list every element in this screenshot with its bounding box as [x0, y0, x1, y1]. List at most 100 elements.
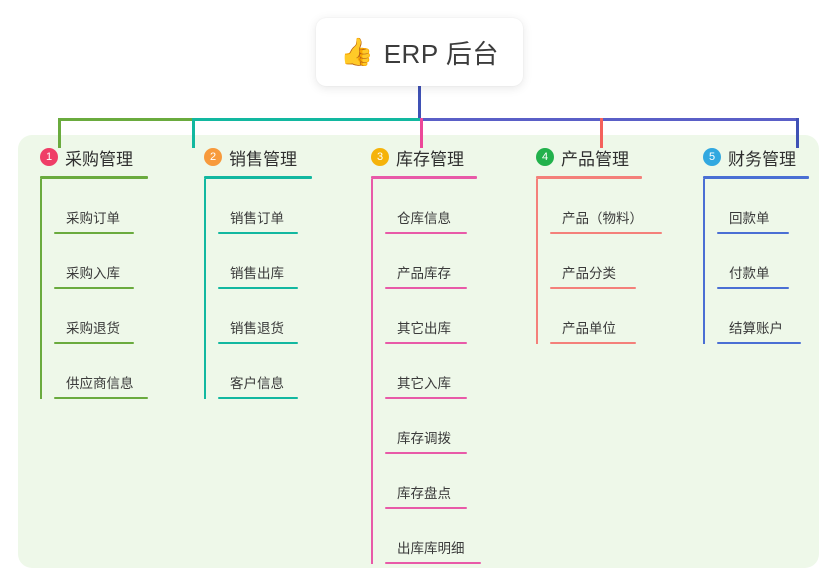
branch-header-3[interactable]: 3 库存管理 [371, 144, 481, 170]
leaf-label: 销售订单 [230, 211, 284, 226]
branch-number-badge: 5 [703, 148, 721, 166]
leaf-node[interactable]: 其它出库 [385, 289, 481, 344]
branch-spine [40, 179, 42, 399]
leaf-underline [550, 287, 636, 289]
leaf-underline [54, 397, 148, 399]
leaf-node[interactable]: 库存调拨 [385, 399, 481, 454]
leaf-label: 客户信息 [230, 376, 284, 391]
leaf-label: 产品库存 [397, 266, 451, 281]
connector-root-stem [418, 80, 421, 121]
branch-underline [40, 176, 148, 179]
branch-header-1[interactable]: 1 采购管理 [40, 144, 148, 170]
branch-header-5[interactable]: 5 财务管理 [703, 144, 809, 170]
leaf-underline [54, 232, 134, 234]
connector-bar-segment-3 [420, 118, 799, 121]
branch-items-4: 产品（物料） 产品分类产品单位 [536, 179, 662, 344]
leaf-underline [717, 342, 801, 344]
leaf-underline [385, 287, 467, 289]
branch-title: 销售管理 [229, 149, 297, 169]
leaf-label: 供应商信息 [66, 376, 134, 391]
branch-title: 采购管理 [65, 149, 133, 169]
leaf-label: 销售退货 [230, 321, 284, 336]
leaf-underline [717, 287, 789, 289]
leaf-label: 结算账户 [729, 321, 783, 336]
leaf-underline [550, 342, 636, 344]
leaf-label: 产品（物料） [562, 211, 643, 226]
leaf-underline [385, 562, 481, 564]
leaf-node[interactable]: 供应商信息 [54, 344, 148, 399]
leaf-node[interactable]: 库存盘点 [385, 454, 481, 509]
branch-column-5: 5 财务管理回款单付款单结算账户 [703, 144, 809, 344]
leaf-underline [550, 232, 662, 234]
thumbs-up-icon: 👍 [340, 36, 374, 67]
leaf-node[interactable]: 客户信息 [218, 344, 312, 399]
leaf-node[interactable]: 结算账户 [717, 289, 809, 344]
branch-items-5: 回款单付款单结算账户 [703, 179, 809, 344]
leaf-label: 其它出库 [397, 321, 451, 336]
leaf-label: 其它入库 [397, 376, 451, 391]
branch-underline [371, 176, 477, 179]
branch-title: 财务管理 [728, 149, 796, 169]
leaf-label: 库存盘点 [397, 486, 451, 501]
branch-underline [204, 176, 312, 179]
connector-bar-segment-2 [192, 118, 423, 121]
leaf-node[interactable]: 其它入库 [385, 344, 481, 399]
leaf-underline [218, 342, 298, 344]
leaf-label: 采购订单 [66, 211, 120, 226]
leaf-label: 付款单 [729, 266, 770, 281]
leaf-node[interactable]: 产品单位 [550, 289, 662, 344]
leaf-node[interactable]: 销售出库 [218, 234, 312, 289]
leaf-label: 回款单 [729, 211, 770, 226]
leaf-node[interactable]: 产品库存 [385, 234, 481, 289]
branch-underline [536, 176, 642, 179]
leaf-node[interactable]: 出库库明细 [385, 509, 481, 564]
leaf-node[interactable]: 回款单 [717, 179, 809, 234]
leaf-node[interactable]: 销售订单 [218, 179, 312, 234]
leaf-underline [385, 507, 467, 509]
leaf-underline [218, 232, 298, 234]
branch-number-badge: 3 [371, 148, 389, 166]
leaf-underline [218, 397, 298, 399]
root-node-title: ERP 后台 [383, 38, 499, 69]
leaf-underline [385, 397, 467, 399]
branch-number-badge: 1 [40, 148, 58, 166]
leaf-underline [54, 287, 134, 289]
branch-number-badge: 4 [536, 148, 554, 166]
leaf-node[interactable]: 产品分类 [550, 234, 662, 289]
leaf-node[interactable]: 采购退货 [54, 289, 148, 344]
leaf-label: 仓库信息 [397, 211, 451, 226]
connector-drop-5 [796, 118, 799, 148]
branch-spine [536, 179, 538, 344]
leaf-underline [385, 452, 467, 454]
branch-number-badge: 2 [204, 148, 222, 166]
leaf-node[interactable]: 仓库信息 [385, 179, 481, 234]
leaf-underline [385, 342, 467, 344]
leaf-underline [385, 232, 467, 234]
branch-spine [371, 179, 373, 564]
leaf-node[interactable]: 产品（物料） [550, 179, 662, 234]
leaf-label: 采购退货 [66, 321, 120, 336]
branch-column-2: 2 销售管理销售订单销售出库销售退货客户信息 [204, 144, 312, 399]
connector-bar-segment-1 [58, 118, 195, 121]
connector-drop-2 [192, 118, 195, 148]
branch-header-2[interactable]: 2 销售管理 [204, 144, 312, 170]
leaf-label: 出库库明细 [397, 541, 465, 556]
leaf-node[interactable]: 销售退货 [218, 289, 312, 344]
root-node-card[interactable]: 👍 ERP 后台 [316, 18, 523, 86]
connector-drop-4 [600, 118, 603, 148]
branch-column-1: 1 采购管理采购订单采购入库采购退货供应商信息 [40, 144, 148, 399]
connector-drop-3 [420, 118, 423, 148]
branch-spine [703, 179, 705, 344]
branch-underline [703, 176, 809, 179]
branch-spine [204, 179, 206, 399]
leaf-node[interactable]: 采购订单 [54, 179, 148, 234]
leaf-node[interactable]: 付款单 [717, 234, 809, 289]
connector-drop-1 [58, 118, 61, 148]
branch-title: 库存管理 [396, 149, 464, 169]
leaf-underline [54, 342, 134, 344]
leaf-label: 库存调拨 [397, 431, 451, 446]
leaf-node[interactable]: 采购入库 [54, 234, 148, 289]
